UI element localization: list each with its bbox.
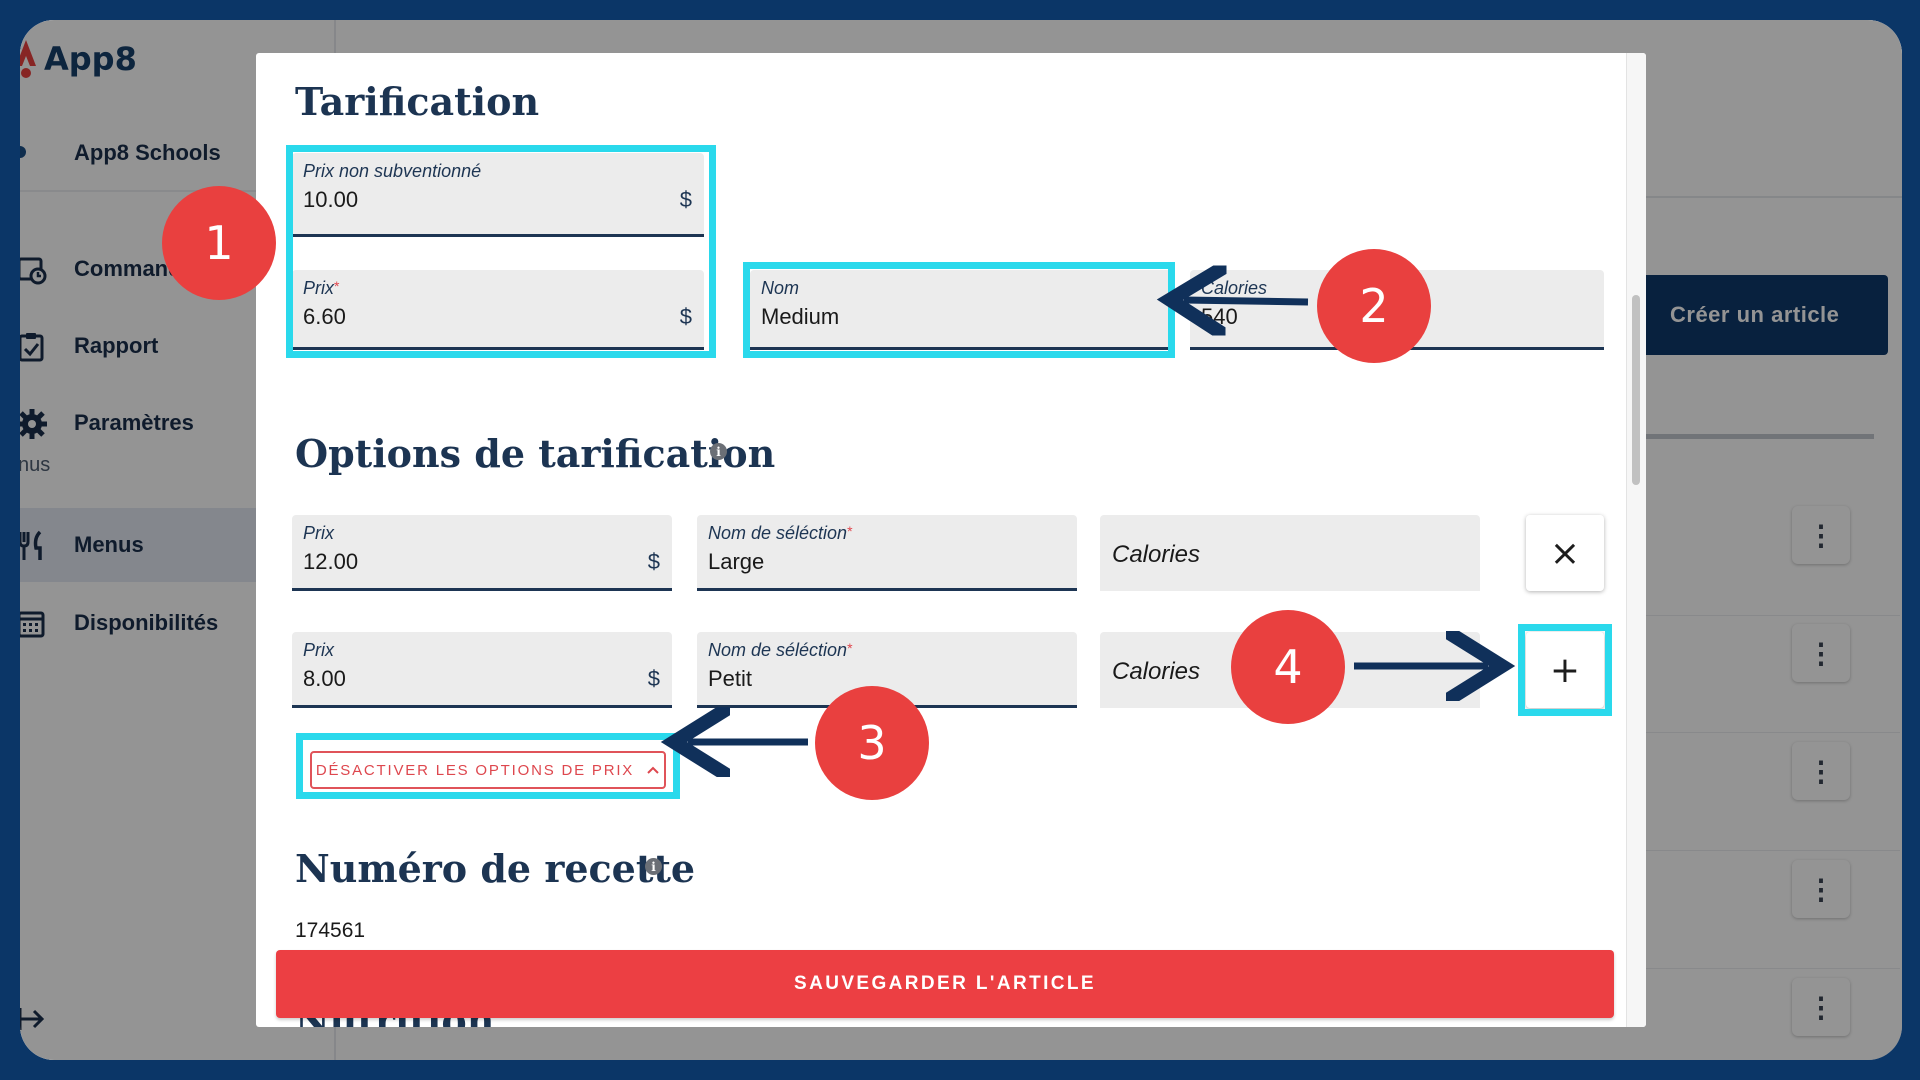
app-name: App8 [44,40,137,78]
row-more-menu-button[interactable]: ⋮ [1792,860,1850,918]
field-placeholder: Calories [1112,541,1201,568]
pricing-section-title: Tarification [295,79,540,124]
add-option-button[interactable]: + [1526,632,1604,708]
field-value: Large [708,549,765,574]
currency-unit: $ [679,304,692,329]
field-label: Nom [761,278,800,298]
recipe-number-value: 174561 [295,919,366,942]
field-value: 6.60 [303,304,346,329]
scrollbar-thumb[interactable] [1632,295,1640,485]
field-value: Medium [761,304,840,329]
sidebar-item-settings[interactable]: Paramètres [20,386,336,460]
remove-option-button[interactable]: × [1526,515,1604,591]
sidebar-item-label: Paramètres [74,410,194,435]
info-icon[interactable]: i [645,858,662,875]
save-item-button[interactable]: SAUVEGARDER L'ARTICLE [276,950,1614,1018]
option-price-field[interactable]: Prix 8.00 $ [292,632,672,708]
row-more-menu-button[interactable]: ⋮ [1792,506,1850,564]
disable-button-highlight [296,733,680,799]
chevron-up-icon [647,766,659,774]
organization-dot-icon [20,146,26,158]
gear-icon [20,409,47,439]
recipe-number-section-title: Numéro de recette [295,846,696,891]
field-placeholder: Calories [1112,658,1201,685]
unsubsidized-price-field[interactable]: Prix non subventionné 10.00 $ [292,153,704,237]
sidebar-item-availability[interactable]: Disponibilités [20,586,336,660]
option-calories-field[interactable]: Calories [1100,515,1480,591]
field-label: Calories [1201,278,1268,298]
sidebar-item-report[interactable]: Rapport [20,309,336,383]
clock-calendar-icon [20,257,47,285]
plus-icon: + [1549,649,1581,691]
currency-unit: $ [679,187,692,212]
price-fields-highlight [286,145,716,358]
field-label: Prix [303,523,334,543]
option-selection-name-field[interactable]: Nom de séléction* Large [697,515,1077,591]
option-price-field[interactable]: Prix 12.00 $ [292,515,672,591]
modal-scrollbar[interactable] [1626,53,1646,1027]
row-more-menu-button[interactable]: ⋮ [1792,742,1850,800]
step-badge-4: 4 [1231,610,1345,724]
field-value: 540 [1201,304,1238,329]
field-value: 10.00 [303,187,359,212]
field-value: Petit [708,666,753,691]
section-label: nus [20,454,51,476]
organization-name: App8 Schools [74,140,221,165]
app-logo: App8 [20,38,137,80]
screenshot-frame: App8 App8 Schools Commandes Rapport [20,20,1902,1060]
clipboard-check-icon [20,333,44,362]
step-badge-3: 3 [815,686,929,800]
sidebar-item-label: Disponibilités [74,610,219,635]
currency-unit: $ [647,666,660,691]
step-badge-1: 1 [162,186,276,300]
add-option-highlight [1518,624,1612,716]
row-more-menu-button[interactable]: ⋮ [1792,624,1850,682]
pricing-options-section-title: Options de tarification [295,431,776,476]
name-field[interactable]: Nom Medium [750,270,1172,350]
disable-price-options-button[interactable]: DÉSACTIVER LES OPTIONS DE PRIX [310,751,666,789]
row-more-menu-button[interactable]: ⋮ [1792,978,1850,1036]
close-icon: × [1549,532,1581,574]
field-label: Prix [303,640,334,660]
field-label: Prix non subventionné [303,161,482,181]
field-value: 12.00 [303,549,359,574]
sidebar-item-label: Rapport [74,333,159,358]
step-badge-2: 2 [1317,249,1431,363]
field-value: 8.00 [303,666,346,691]
info-icon[interactable]: i [710,443,727,460]
field-label: Prix* [303,278,340,298]
logout-icon[interactable] [20,1004,50,1034]
create-item-button[interactable]: Créer un article [1640,275,1888,355]
tab-underline [1640,434,1874,439]
name-field-highlight [743,262,1175,358]
edit-item-modal: Tarification Prix non subventionné 10.00… [256,53,1646,1027]
calendar-icon [20,611,45,638]
price-field[interactable]: Prix* 6.60 $ [292,270,704,350]
button-label: DÉSACTIVER LES OPTIONS DE PRIX [315,761,635,779]
sidebar-item-label: Menus [74,532,144,557]
fork-knife-icon [20,530,42,560]
organization-selector[interactable]: App8 Schools [20,116,336,192]
field-label: Nom de séléction* [708,523,853,543]
currency-unit: $ [647,549,660,574]
logo-icon [20,40,36,78]
field-label: Nom de séléction* [708,640,853,660]
